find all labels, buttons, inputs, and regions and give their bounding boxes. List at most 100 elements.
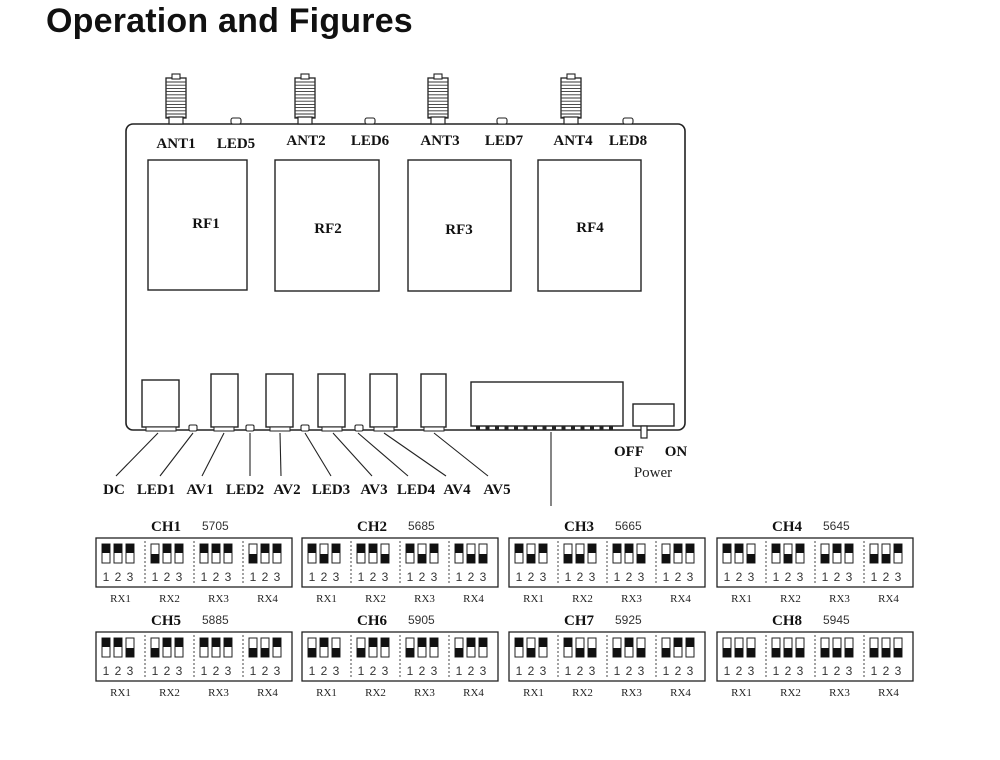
led2-indicator (245, 424, 255, 432)
dip-switch-number: 3 (748, 570, 755, 584)
dip-switch-number: 1 (201, 570, 208, 584)
dip-switch-number: 3 (797, 664, 804, 678)
dip-switch-number: 2 (675, 570, 682, 584)
channel-name: CH7 (564, 613, 595, 629)
dip-switch-number: 3 (274, 570, 281, 584)
dip-switch-number: 1 (358, 570, 365, 584)
dip-switch-number: 3 (589, 570, 596, 584)
ant4-connector (560, 73, 582, 125)
dip-switch-number: 2 (736, 570, 743, 584)
dip-switch-number: 2 (370, 570, 377, 584)
dip-switch-number: 2 (213, 570, 220, 584)
channel-name: CH2 (357, 519, 387, 535)
receiver-label: RX1 (316, 687, 337, 699)
channel-name: CH4 (772, 519, 803, 535)
receiver-label: RX3 (208, 593, 229, 605)
receiver-label: RX2 (365, 593, 386, 605)
rf4-label: RF4 (576, 220, 604, 236)
power-label: Power (634, 465, 672, 481)
led8-bump (622, 117, 634, 125)
dc-label: DC (103, 482, 125, 498)
led7-bump (496, 117, 508, 125)
ant1-connector (165, 73, 187, 125)
receiver-label: RX1 (731, 593, 752, 605)
receiver-label: RX2 (572, 687, 593, 699)
dip-switch-number: 3 (480, 570, 487, 584)
dip-switch-number: 1 (103, 664, 110, 678)
channel-name: CH1 (151, 519, 181, 535)
dip-switch-number: 3 (127, 570, 134, 584)
dip-switch-number: 2 (785, 570, 792, 584)
av2-label: AV2 (273, 482, 300, 498)
ant3-connector (427, 73, 449, 125)
led5-label: LED5 (217, 136, 255, 152)
dip-switch-number: 2 (262, 570, 269, 584)
channel-frequency: 5945 (823, 613, 850, 627)
av3-label: AV3 (360, 482, 387, 498)
dip-switch-number: 3 (225, 570, 232, 584)
dip-switch-number: 3 (333, 570, 340, 584)
antenna-connectors (165, 73, 634, 125)
dip-switch-number: 1 (871, 664, 878, 678)
channel-frequency: 5925 (615, 613, 642, 627)
receiver-label: RX3 (414, 593, 435, 605)
ant2-connector (294, 73, 316, 125)
receiver-label: RX1 (316, 593, 337, 605)
dip-switch-number: 2 (577, 664, 584, 678)
dip-switch-number: 2 (115, 664, 122, 678)
page-title: Operation and Figures (46, 2, 413, 40)
dip-switch-number: 1 (614, 664, 621, 678)
dip-switch-number: 2 (164, 570, 171, 584)
dip-switch-number: 3 (846, 664, 853, 678)
dip-switch-number: 2 (528, 664, 535, 678)
led6-bump (364, 117, 376, 125)
led8-label: LED8 (609, 133, 647, 149)
receiver-label: RX4 (257, 687, 278, 699)
dip-switch-number: 1 (250, 664, 257, 678)
dip-switch-number: 2 (736, 664, 743, 678)
ant4-label: ANT4 (553, 133, 593, 149)
rf1-label: RF1 (192, 216, 220, 232)
dip-switch-number: 3 (431, 570, 438, 584)
channel-name: CH6 (357, 613, 388, 629)
dip-switch-number: 3 (895, 570, 902, 584)
dip-switch-number: 2 (883, 570, 890, 584)
bottom-leds (145, 424, 445, 432)
receiver-label: RX2 (159, 593, 180, 605)
dip-switch-number: 3 (846, 570, 853, 584)
dip-switch-number: 3 (225, 664, 232, 678)
dip-switch-number: 2 (834, 664, 841, 678)
dip-switch-number: 3 (176, 664, 183, 678)
channel-frequency: 5685 (408, 519, 435, 533)
receiver-label: RX2 (780, 687, 801, 699)
dip-switch-number: 3 (540, 570, 547, 584)
dip-switch-number: 2 (528, 570, 535, 584)
dip-switch-number: 1 (201, 664, 208, 678)
receiver-label: RX4 (463, 593, 484, 605)
dip-switch-number: 3 (480, 664, 487, 678)
receiver-label: RX4 (670, 687, 691, 699)
dip-switch-number: 3 (540, 664, 547, 678)
av1-label: AV1 (186, 482, 213, 498)
power-switch (632, 403, 675, 427)
dc-jack (141, 379, 180, 428)
dip-switch-number: 3 (589, 664, 596, 678)
rf4-module (537, 159, 642, 292)
channel-name: CH3 (564, 519, 594, 535)
dip-switch-number: 3 (687, 664, 694, 678)
channel-frequency: 5645 (823, 519, 850, 533)
dip-switch-number: 2 (370, 664, 377, 678)
channel-frequency: 5885 (202, 613, 229, 627)
dip-header (470, 381, 624, 427)
led1-indicator (188, 424, 198, 432)
dip-switch-number: 3 (797, 570, 804, 584)
rf1-module (147, 159, 248, 291)
av4-label: AV4 (443, 482, 471, 498)
dip-switch-number: 1 (103, 570, 110, 584)
dip-switch-number: 1 (407, 664, 414, 678)
dip-switch-number: 2 (468, 570, 475, 584)
